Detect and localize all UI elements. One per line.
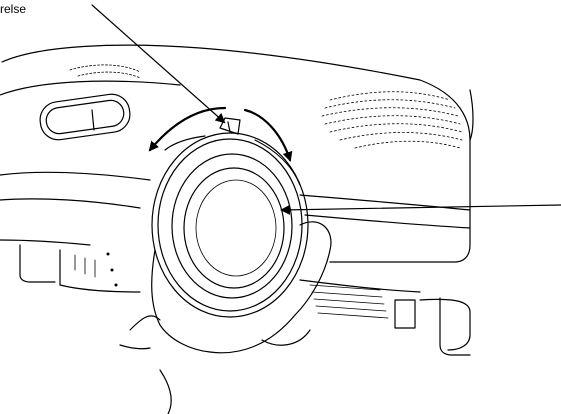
hand (119, 221, 332, 414)
callout-lines (91, 4, 561, 215)
top-vent-grille (69, 64, 463, 149)
zoom-ring-label: relse (0, 2, 27, 16)
focus-callout-line (280, 204, 561, 215)
front-window (39, 93, 131, 141)
lens-assembly (151, 117, 309, 318)
zoom-callout-line (91, 4, 226, 124)
projector-body (0, 44, 474, 356)
bottom-vents (74, 252, 416, 329)
rotation-arrows (148, 106, 293, 162)
